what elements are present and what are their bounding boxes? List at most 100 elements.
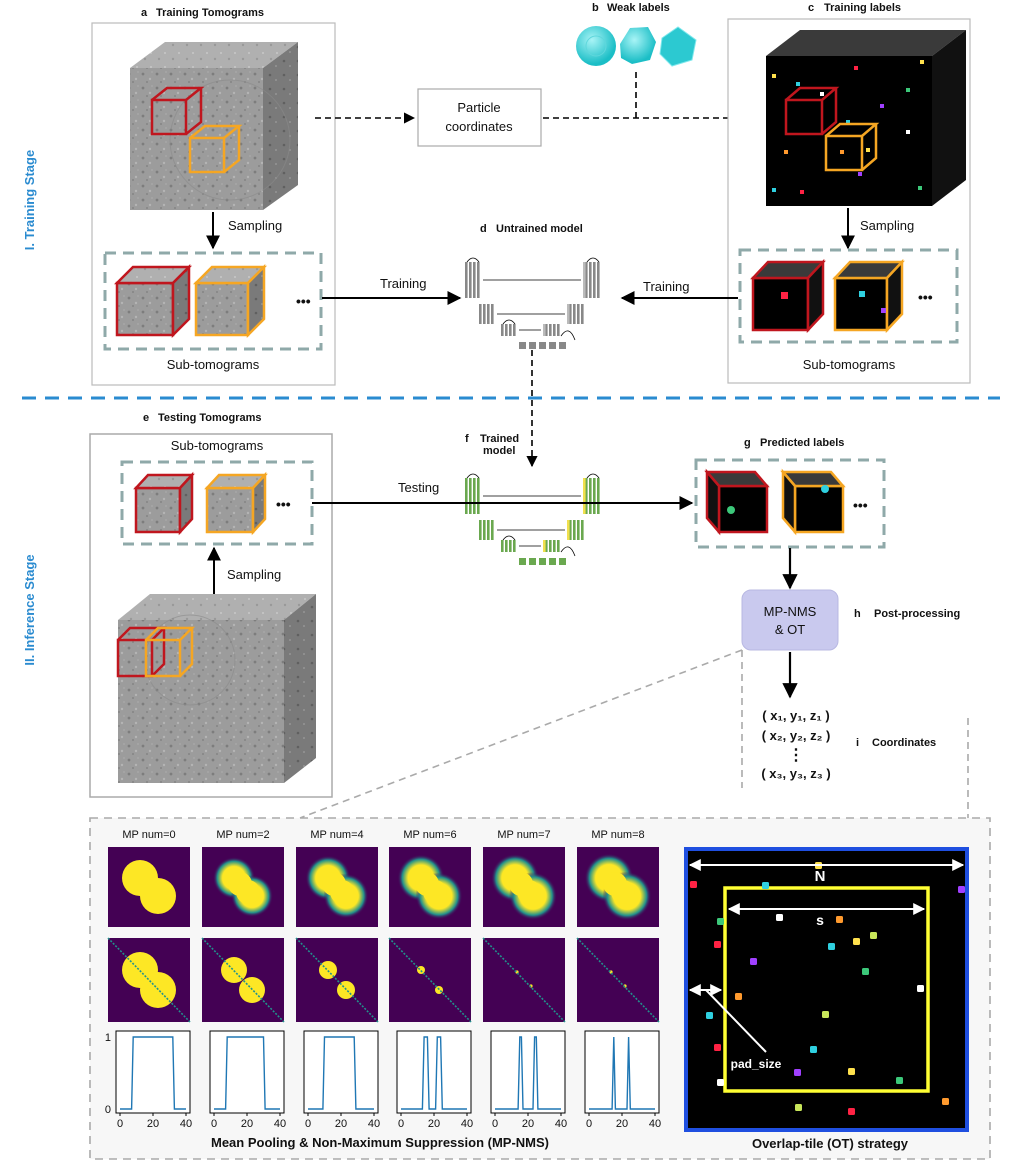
unet-layer: [465, 478, 468, 514]
panel-a-title: Training Tomograms: [156, 7, 264, 19]
ot-particle: [735, 993, 742, 1000]
trained-unet: [465, 473, 600, 565]
heatmap-core: [517, 880, 541, 904]
ellipsis-c: •••: [918, 289, 933, 305]
ellipsis-a: •••: [296, 293, 311, 309]
mp-title: MP num=2: [216, 829, 269, 841]
unet-layer: [469, 478, 472, 514]
subtomo-cube-orange-a: [192, 263, 268, 339]
plot-series: [308, 1036, 374, 1110]
particle-label-1: Particle: [457, 100, 500, 115]
panel-d-letter: d: [480, 223, 487, 235]
ot-particle: [853, 938, 860, 945]
label-dot: [772, 188, 776, 192]
unet-arc: [502, 535, 516, 541]
unet-layer: [583, 478, 586, 514]
x-tick-label: 40: [368, 1118, 380, 1130]
ot-particle: [794, 1069, 801, 1076]
panel-f-letter: f: [465, 433, 469, 445]
ot-particle: [822, 1011, 829, 1018]
unet-arc: [586, 257, 600, 263]
unet-layer: [553, 540, 556, 552]
stage1-label: I. Training Stage: [22, 150, 37, 250]
unet-layer: [469, 262, 472, 298]
subtomo-box-a: [103, 251, 323, 351]
ot-particle: [917, 985, 924, 992]
unet-layer: [589, 478, 592, 514]
predicted-cube-orange: [780, 468, 846, 536]
unet-layer: [505, 324, 508, 336]
x-tick-label: 40: [180, 1118, 192, 1130]
x-tick-label: 40: [555, 1118, 567, 1130]
unet-layer: [573, 520, 576, 540]
plot-frame: [396, 1030, 472, 1114]
unet-layer: [593, 478, 596, 514]
subtomograms-label-c: Sub-tomograms: [803, 357, 896, 372]
unet-layer: [585, 262, 588, 298]
x-tick-label: 0: [398, 1118, 404, 1130]
label-dot: [772, 74, 776, 78]
training-label-left: Training: [380, 276, 426, 291]
y-tick-label: 1: [105, 1032, 111, 1044]
training-label-cube: [766, 30, 966, 206]
ot-particle: [896, 1077, 903, 1084]
sampling-label-e: Sampling: [227, 567, 281, 582]
unet-layer: [581, 304, 584, 324]
ot-particle: [776, 914, 783, 921]
subtomo-cube-orange-e: [204, 471, 268, 536]
label-dot: [840, 150, 844, 154]
unet-layer: [491, 304, 494, 324]
coord-vdots: ⋮: [788, 747, 804, 764]
mp-title: MP num=7: [497, 829, 550, 841]
panel-i-letter: i: [856, 737, 859, 749]
plot-frame: [115, 1030, 191, 1114]
unet-layer: [473, 478, 476, 514]
mp-title: MP num=6: [403, 829, 456, 841]
label-dot: [880, 104, 884, 108]
orange-sample-box: [188, 124, 243, 174]
unet-layer: [589, 262, 592, 298]
unet-layer: [477, 262, 480, 298]
label-dot: [906, 130, 910, 134]
ellipsis-g: •••: [853, 497, 868, 513]
plot-series: [120, 1036, 186, 1110]
unet-layer: [539, 342, 546, 349]
unet-layer: [529, 342, 536, 349]
unet-layer: [559, 342, 566, 349]
panel-c-title: Training labels: [824, 2, 901, 14]
panel-e-title: Testing Tomograms: [158, 412, 262, 424]
unet-layer: [567, 304, 570, 324]
unet-layer: [543, 324, 546, 336]
nms-map: [202, 938, 284, 1022]
unet-layer: [501, 324, 504, 336]
red-sample-box-c: [784, 86, 840, 136]
subtomo-box-e: [120, 460, 314, 546]
unet-layer: [557, 540, 560, 552]
x-tick-label: 40: [274, 1118, 286, 1130]
unet-layer: [593, 262, 596, 298]
panel-g-letter: g: [744, 437, 751, 449]
unet-layer: [549, 558, 556, 565]
unet-layer: [549, 324, 552, 336]
subtomo-cube-orange-c: [832, 258, 905, 334]
subtomograms-label-e: Sub-tomograms: [171, 438, 264, 453]
x-tick-label: 0: [211, 1118, 217, 1130]
plot-series: [589, 1036, 655, 1110]
coord-line-2: ( x₂, y₂, z₂ ): [762, 728, 831, 743]
panel-b-title: Weak labels: [607, 2, 670, 14]
panel-f-title: Trained: [480, 433, 519, 445]
testing-label: Testing: [398, 480, 439, 495]
panel-f-title-2: model: [483, 445, 515, 457]
plot-series: [214, 1036, 280, 1110]
unet-layer: [479, 520, 482, 540]
nms-map: [389, 938, 471, 1022]
ot-panel: [684, 847, 969, 1132]
heatmap-blob: [140, 878, 176, 914]
label-dot: [866, 148, 870, 152]
red-sample-box: [150, 86, 205, 136]
unet-layer: [597, 262, 600, 298]
unet-arc: [586, 473, 600, 479]
ot-particle: [810, 1046, 817, 1053]
x-tick-label: 0: [492, 1118, 498, 1130]
plot-frame: [209, 1030, 285, 1114]
